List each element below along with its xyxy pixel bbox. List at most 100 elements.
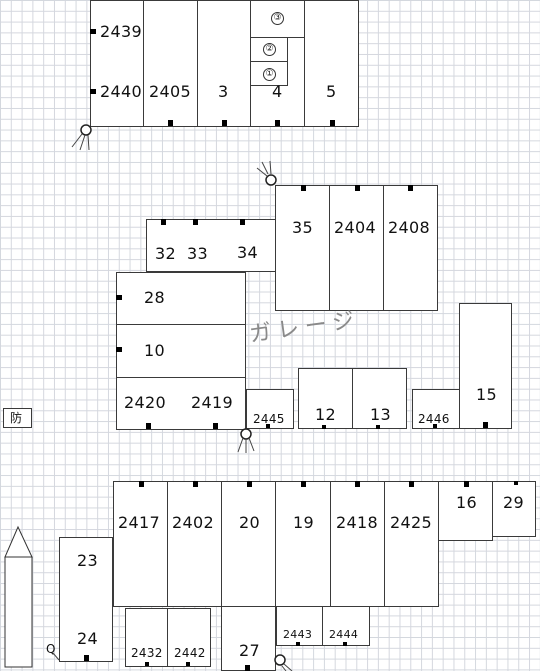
bou-label: 防 <box>10 411 23 425</box>
unit-block-2439-2440[interactable] <box>90 0 144 127</box>
unit-13[interactable] <box>352 368 407 429</box>
label-33: 33 <box>187 244 208 263</box>
door-marker <box>355 185 360 191</box>
door-marker <box>275 120 280 126</box>
label-16: 16 <box>456 493 477 512</box>
unit-16[interactable] <box>438 481 493 541</box>
label-23: 23 <box>77 551 98 570</box>
circled-2: ② <box>263 43 276 56</box>
door-marker <box>322 425 326 429</box>
door-marker <box>266 424 270 428</box>
door-marker <box>186 662 190 666</box>
label-2402: 2402 <box>172 513 214 532</box>
unit-2446[interactable] <box>412 389 460 429</box>
street-light-icon <box>274 654 293 671</box>
label-13: 13 <box>370 405 391 424</box>
unit-10[interactable] <box>116 324 246 378</box>
label-2432: 2432 <box>131 646 163 660</box>
door-marker <box>90 89 96 94</box>
door-marker <box>514 481 518 485</box>
label-19: 19 <box>293 513 314 532</box>
label-2417: 2417 <box>118 513 160 532</box>
unit-35[interactable] <box>275 185 330 311</box>
door-marker <box>213 423 218 429</box>
label-28: 28 <box>144 288 165 307</box>
q-label: Q <box>46 642 56 656</box>
door-marker <box>483 422 488 428</box>
unit-block-23-24[interactable] <box>59 537 113 662</box>
door-marker <box>146 423 151 429</box>
unit-2442[interactable] <box>167 608 211 667</box>
circled-1: ① <box>263 68 276 81</box>
door-marker <box>84 655 89 661</box>
label-3: 3 <box>218 82 229 101</box>
door-marker <box>376 425 380 429</box>
label-2419: 2419 <box>191 393 233 412</box>
door-marker <box>464 481 469 487</box>
unit-2418[interactable] <box>330 481 385 607</box>
unit-2405[interactable] <box>143 0 198 127</box>
label-4: 4 <box>272 82 283 101</box>
door-marker <box>90 29 96 34</box>
street-light-icon <box>71 124 92 151</box>
label-2408: 2408 <box>388 218 430 237</box>
unit-2408[interactable] <box>383 185 438 311</box>
label-15: 15 <box>476 385 497 404</box>
unit-5[interactable] <box>304 0 359 127</box>
label-2404: 2404 <box>334 218 376 237</box>
unit-29[interactable] <box>492 481 536 537</box>
unit-2425[interactable] <box>384 481 439 607</box>
label-2445: 2445 <box>253 412 285 426</box>
unit-2404[interactable] <box>329 185 384 311</box>
door-marker <box>240 219 245 225</box>
label-2446: 2446 <box>418 412 450 426</box>
entrance-arrow-icon <box>4 525 33 668</box>
unit-3[interactable] <box>197 0 251 127</box>
label-2418: 2418 <box>336 513 378 532</box>
door-marker <box>301 185 306 191</box>
unit-2445[interactable] <box>246 389 294 429</box>
subunit-1[interactable] <box>250 61 288 86</box>
unit-2443[interactable] <box>276 606 323 646</box>
label-10: 10 <box>144 341 165 360</box>
unit-28[interactable] <box>116 272 246 325</box>
circled-3: ③ <box>271 12 284 25</box>
label-2440: 2440 <box>100 82 142 101</box>
door-marker <box>330 120 335 126</box>
door-marker <box>408 185 413 191</box>
label-2442: 2442 <box>174 646 206 660</box>
bou-box <box>3 408 32 428</box>
label-2420: 2420 <box>124 393 166 412</box>
door-marker <box>145 662 149 666</box>
door-marker <box>245 665 250 671</box>
label-24: 24 <box>77 629 98 648</box>
unit-block-2420-2419[interactable] <box>116 377 246 430</box>
label-34: 34 <box>237 243 258 262</box>
label-27: 27 <box>239 641 260 660</box>
door-marker <box>355 481 360 487</box>
door-marker <box>343 642 347 646</box>
street-light-icon <box>237 428 255 453</box>
label-12: 12 <box>315 405 336 424</box>
small-light-icon <box>52 652 60 661</box>
label-20: 20 <box>239 513 260 532</box>
unit-19[interactable] <box>275 481 331 607</box>
label-2443: 2443 <box>283 628 313 641</box>
door-marker <box>193 481 198 487</box>
unit-27[interactable] <box>221 606 276 671</box>
door-marker <box>247 481 252 487</box>
unit-12[interactable] <box>298 368 353 429</box>
label-2405: 2405 <box>149 82 191 101</box>
label-2425: 2425 <box>390 513 432 532</box>
door-marker <box>433 424 437 428</box>
label-29: 29 <box>503 493 524 512</box>
label-2439: 2439 <box>100 22 142 41</box>
door-marker <box>139 481 144 487</box>
door-marker <box>222 120 227 126</box>
unit-15[interactable] <box>459 303 512 429</box>
label-2444: 2444 <box>329 628 359 641</box>
street-light-icon <box>256 160 277 186</box>
label-32: 32 <box>155 244 176 263</box>
